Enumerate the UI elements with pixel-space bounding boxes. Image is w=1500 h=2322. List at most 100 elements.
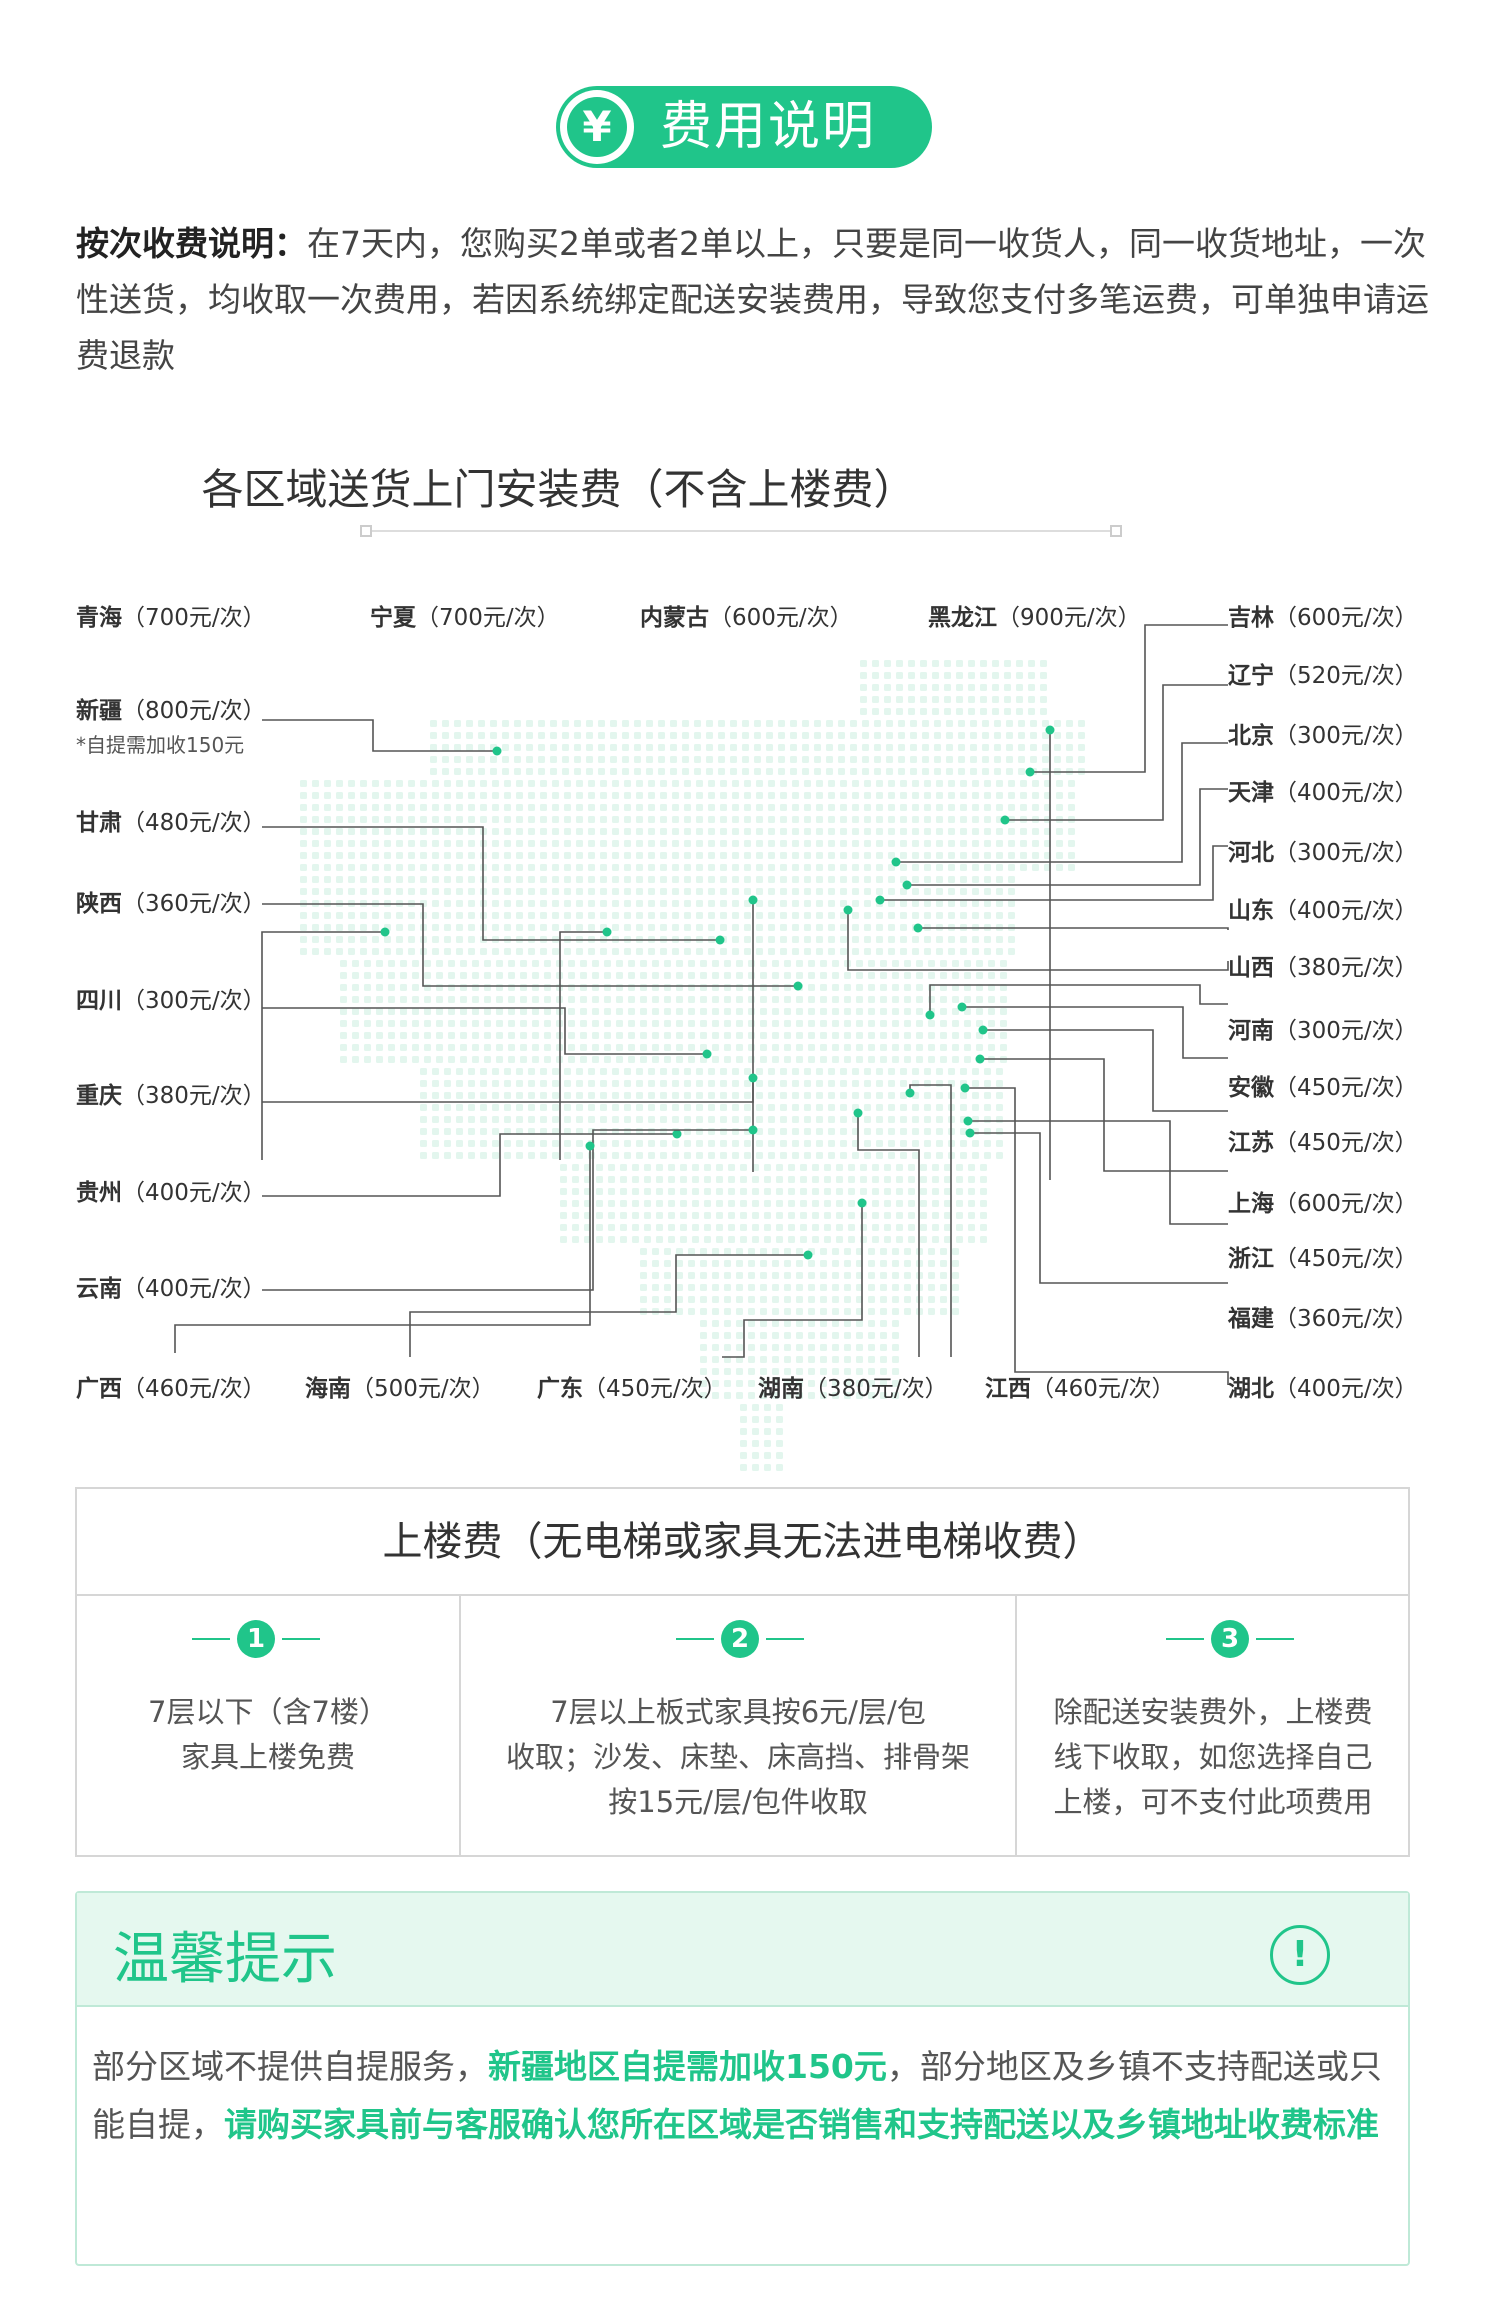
map-dot (888, 864, 895, 871)
map-dot (568, 1032, 575, 1039)
map-dot (1056, 864, 1063, 871)
map-dot (1018, 732, 1025, 739)
map-dot (600, 948, 607, 955)
map-dot (1000, 960, 1007, 967)
map-dot (980, 1212, 987, 1219)
map-dot (946, 720, 953, 727)
map-dot (576, 792, 583, 799)
map-dot (636, 828, 643, 835)
map-dot (528, 792, 535, 799)
map-dot (912, 1152, 919, 1159)
map-dot (660, 1080, 667, 1087)
map-dot (1004, 708, 1011, 715)
map-dot (324, 948, 331, 955)
map-dot (876, 840, 883, 847)
region-fee: （360元/次） (1274, 1306, 1418, 1332)
map-dot (336, 912, 343, 919)
region-label: 甘肃（480元/次） (76, 803, 266, 837)
map-dot (946, 756, 953, 763)
map-dot (628, 1008, 635, 1015)
map-dot (672, 816, 679, 823)
map-dot (1020, 864, 1027, 871)
map-dot (514, 744, 521, 751)
map-dot (544, 1056, 551, 1063)
map-dot (604, 1056, 611, 1063)
map-dot (796, 1260, 803, 1267)
map-dot (968, 1200, 975, 1207)
map-dot (552, 948, 559, 955)
step-1-badge: 1 (237, 1620, 275, 1658)
map-dot (924, 1092, 931, 1099)
map-dot (876, 816, 883, 823)
map-dot (300, 828, 307, 835)
map-dot (502, 732, 509, 739)
region-fee: （400元/次） (1274, 780, 1418, 806)
map-dot (496, 996, 503, 1003)
map-dot (496, 972, 503, 979)
map-dot (862, 744, 869, 751)
map-dot (640, 1020, 647, 1027)
map-dot (430, 768, 437, 775)
map-dot (680, 1176, 687, 1183)
map-dot (652, 1008, 659, 1015)
map-dot (940, 1032, 947, 1039)
map-dot (900, 1068, 907, 1075)
map-dot (808, 1056, 815, 1063)
map-dot (432, 1104, 439, 1111)
map-dot (772, 1392, 779, 1399)
map-dot (480, 1068, 487, 1075)
map-dot (508, 984, 515, 991)
map-dot (844, 1344, 851, 1351)
map-dot (958, 732, 965, 739)
map-dot (696, 1140, 703, 1147)
map-dot (620, 1176, 627, 1183)
map-dot (612, 792, 619, 799)
map-dot (984, 900, 991, 907)
map-dot (828, 1092, 835, 1099)
map-dot (736, 1248, 743, 1255)
map-dot (828, 852, 835, 859)
map-dot (892, 1284, 899, 1291)
map-dot (604, 1032, 611, 1039)
map-dot (876, 1068, 883, 1075)
map-dot (874, 720, 881, 727)
map-dot (784, 1308, 791, 1315)
map-dot (792, 864, 799, 871)
map-dot (768, 936, 775, 943)
map-dot (724, 1368, 731, 1375)
region-fee: （380元/次） (122, 1083, 266, 1109)
map-dot (372, 876, 379, 883)
map-dot (776, 1464, 783, 1471)
map-dot (1008, 864, 1015, 871)
map-dot (936, 936, 943, 943)
map-dot (388, 1056, 395, 1063)
region-fee: （450元/次） (1274, 1075, 1418, 1101)
map-dot (748, 1308, 755, 1315)
map-dot (898, 732, 905, 739)
map-dot (444, 792, 451, 799)
map-dot (712, 1332, 719, 1339)
map-dot (960, 804, 967, 811)
map-dot (808, 1320, 815, 1327)
map-dot (592, 960, 599, 967)
map-dot (732, 924, 739, 931)
map-dot (568, 1044, 575, 1051)
map-dot (820, 1044, 827, 1051)
map-dot (696, 1068, 703, 1075)
map-dot (946, 768, 953, 775)
map-dot (886, 720, 893, 727)
map-dot (700, 1272, 707, 1279)
map-dot (708, 948, 715, 955)
map-dot (768, 888, 775, 895)
map-dot (796, 1032, 803, 1039)
map-dot (892, 1332, 899, 1339)
map-dot (360, 924, 367, 931)
map-dot (696, 1080, 703, 1087)
map-dot (984, 1092, 991, 1099)
map-dot (704, 1200, 711, 1207)
map-dot (580, 972, 587, 979)
map-dot (1032, 864, 1039, 871)
map-dot (324, 816, 331, 823)
map-dot (504, 876, 511, 883)
map-dot (888, 948, 895, 955)
